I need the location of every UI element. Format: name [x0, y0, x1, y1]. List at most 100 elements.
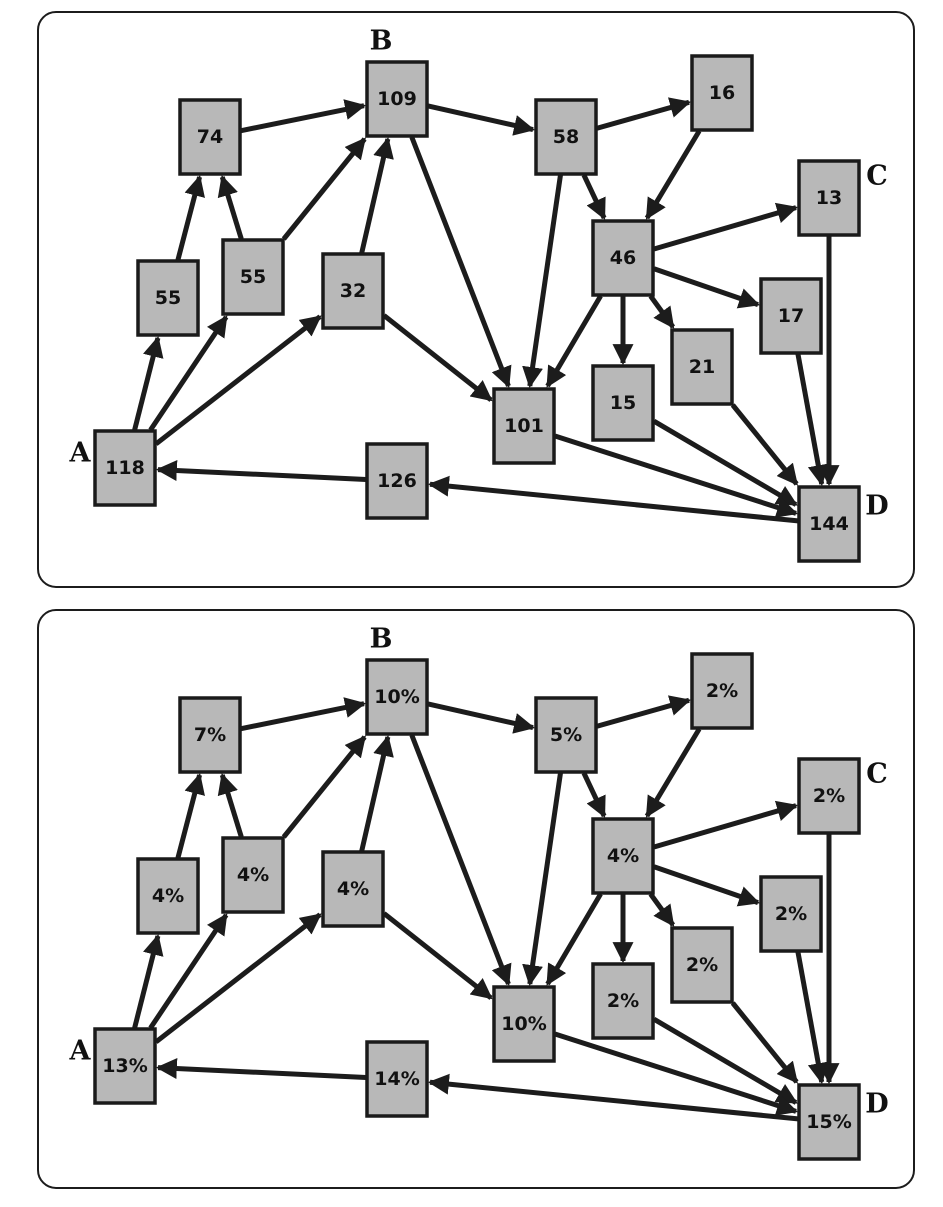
node-n16: 2% [690, 652, 754, 730]
edge-arrow-n101-to-n144 [554, 1031, 798, 1116]
node-n15: 2% [591, 962, 655, 1040]
node-n101: 101 [492, 387, 556, 465]
edge-arrow-n17-to-n144 [795, 353, 829, 487]
node-value: 2% [706, 680, 738, 702]
node-box [365, 1040, 429, 1118]
node-box [797, 485, 861, 563]
node-value: 109 [377, 88, 417, 110]
node-n109: 109 [365, 60, 429, 138]
node-value: 4% [607, 845, 639, 867]
panel-percentages: 13%4%7%4%4%10%5%2%4%2%2%2%2%10%14%15%ABC… [37, 609, 915, 1189]
node-box [178, 98, 242, 176]
edge-arrow-n118-to-n32 [154, 314, 322, 446]
node-n58: 58 [534, 98, 598, 176]
node-box [365, 442, 429, 520]
node-box [136, 259, 200, 337]
node-box [492, 387, 556, 465]
edge-arrow-n58-to-n101 [522, 174, 563, 389]
node-n16: 16 [690, 54, 754, 132]
node-n74: 74 [178, 98, 242, 176]
node-value: 55 [155, 287, 181, 309]
edge-arrow-n74-to-n109 [240, 697, 367, 732]
node-box [670, 926, 734, 1004]
edge-arrow-n55b-to-n74 [217, 772, 244, 838]
edge-arrow-n118-to-n55b [148, 913, 229, 1030]
edge-arrow-n46-to-n101 [545, 892, 603, 986]
edge-arrow-n46-to-n13 [653, 800, 799, 850]
node-box [670, 328, 734, 406]
node-box [534, 98, 598, 176]
node-box [136, 857, 200, 935]
node-box [321, 252, 385, 330]
node-n55a: 4% [136, 857, 200, 935]
edge-arrow-n46-to-n21 [648, 294, 676, 329]
corner-label-a: A [69, 1036, 92, 1067]
node-box [221, 238, 285, 316]
node-box [591, 219, 655, 297]
edge-arrow-n109-to-n101 [409, 136, 512, 388]
node-n118: 13% [93, 1027, 157, 1105]
corner-label-c: C [866, 759, 888, 790]
node-box [797, 159, 861, 237]
node-n58: 5% [534, 696, 598, 774]
edge-arrow-n126-to-n118 [155, 459, 367, 483]
node-box [365, 60, 429, 138]
node-n144: 15% [797, 1083, 861, 1161]
node-n13: 13 [797, 159, 861, 237]
edge-arrow-n21-to-n144 [730, 1001, 799, 1084]
corner-label-c: C [866, 161, 888, 192]
node-box [797, 757, 861, 835]
node-value: 4% [152, 885, 184, 907]
node-n17: 2% [759, 875, 823, 953]
edge-arrow-n46-to-n21 [648, 892, 676, 927]
node-value: 2% [813, 785, 845, 807]
node-value: 2% [686, 954, 718, 976]
edge-arrow-n58-to-n16 [596, 97, 692, 131]
node-value: 16 [709, 82, 735, 104]
edge-arrow-n58-to-n46 [581, 173, 607, 220]
node-box [797, 1083, 861, 1161]
edge-arrow-n144-to-n126 [427, 475, 799, 524]
node-n74: 7% [178, 696, 242, 774]
node-n55a: 55 [136, 259, 200, 337]
node-box [759, 875, 823, 953]
edge-arrow-n109-to-n58 [427, 701, 536, 734]
edge-arrow-n126-to-n118 [155, 1057, 367, 1081]
node-value: 10% [501, 1013, 546, 1035]
edge-arrow-n16-to-n46 [644, 727, 702, 818]
node-n15: 15 [591, 364, 655, 442]
node-n32: 4% [321, 850, 385, 928]
node-n101: 10% [492, 985, 556, 1063]
edge-arrow-n32-to-n109 [359, 734, 394, 852]
edge-arrow-n58-to-n46 [581, 771, 607, 818]
node-n55b: 4% [221, 836, 285, 914]
node-box [591, 817, 655, 895]
node-value: 4% [337, 878, 369, 900]
edge-arrow-n144-to-n126 [427, 1073, 799, 1122]
edge-arrow-n55b-to-n109 [281, 137, 367, 241]
node-n17: 17 [759, 277, 823, 355]
node-n13: 2% [797, 757, 861, 835]
node-value: 14% [374, 1068, 419, 1090]
node-value: 55 [240, 266, 266, 288]
edge-arrow-n46-to-n101 [545, 294, 603, 388]
corner-label-d: D [865, 1089, 888, 1120]
node-n46: 46 [591, 219, 655, 297]
node-box [534, 696, 598, 774]
node-value: 144 [809, 513, 849, 535]
node-value: 13% [102, 1055, 147, 1077]
node-value: 17 [778, 305, 804, 327]
edge-arrow-n74-to-n109 [240, 99, 367, 134]
node-value: 13 [816, 187, 842, 209]
edge-arrow-n15-to-n144 [652, 419, 798, 507]
edge-arrow-n46-to-n17 [653, 266, 760, 309]
edge-arrow-n55a-to-n74 [175, 174, 205, 261]
node-n126: 126 [365, 442, 429, 520]
node-box [591, 364, 655, 442]
node-value: 74 [197, 126, 223, 148]
corner-label-b: B [370, 26, 393, 57]
node-box [93, 1027, 157, 1105]
node-value: 15 [610, 392, 636, 414]
panel-counts: 1185574553210958164613172115101126144ABC… [37, 11, 915, 588]
